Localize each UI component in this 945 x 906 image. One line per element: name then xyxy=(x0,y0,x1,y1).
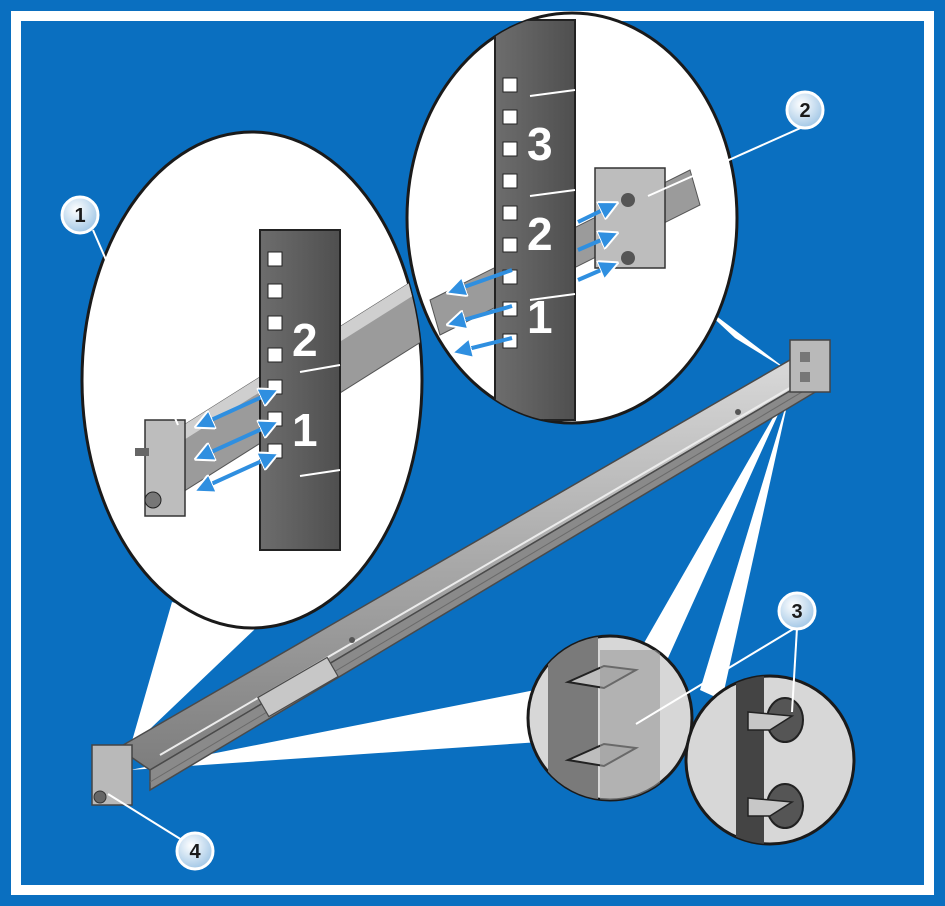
callout-4-label: 4 xyxy=(189,841,201,863)
left-rack-unit-2: 2 xyxy=(292,314,318,366)
right-rack-unit-1: 1 xyxy=(527,291,553,343)
right-rack-unit-2: 2 xyxy=(527,208,553,260)
callout-1-label: 1 xyxy=(74,205,85,227)
callout-2: 2 xyxy=(787,92,823,128)
callout-4: 4 xyxy=(177,833,213,869)
left-rack-unit-1: 1 xyxy=(292,404,318,456)
callout-2-label: 2 xyxy=(799,100,810,122)
callout-3-label: 3 xyxy=(791,601,802,623)
callout-3: 3 xyxy=(779,593,815,629)
right-rack-unit-3: 3 xyxy=(527,118,553,170)
callout-1: 1 xyxy=(62,197,98,233)
detail-right-circle: 3 2 1 xyxy=(407,13,737,423)
